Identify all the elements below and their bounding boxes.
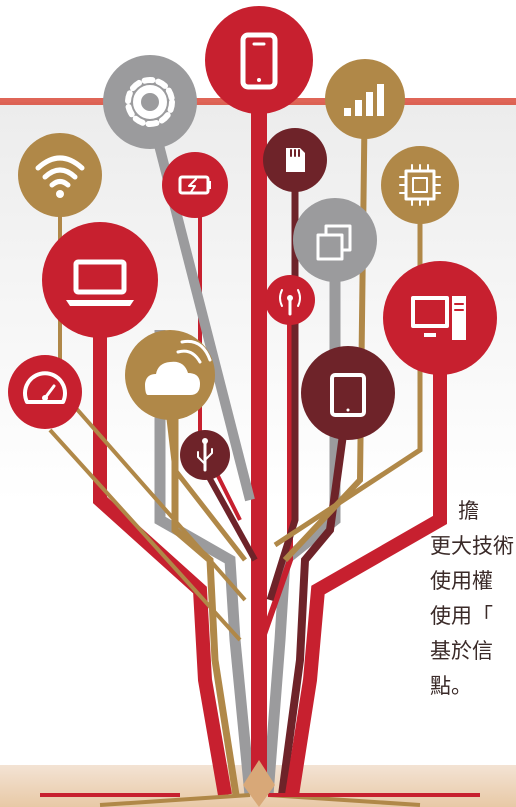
desktop-circle — [383, 261, 497, 375]
text-line: 基於信 — [430, 639, 493, 663]
usb-icon — [197, 438, 213, 472]
root-diamond — [243, 760, 275, 807]
laptop-circle — [42, 222, 158, 338]
speedometer-icon — [23, 371, 67, 404]
body-text: 擔 更大技術 使用權 使用「 基於信 點。 — [430, 494, 516, 704]
cpu-circle — [381, 146, 459, 224]
tablet-icon — [330, 373, 366, 417]
text-line: 使用「 — [430, 604, 493, 628]
windows-icon — [316, 224, 352, 261]
wifi-icon — [35, 155, 85, 198]
speedometer-circle — [8, 355, 82, 429]
cpu-chip-icon — [399, 164, 441, 206]
icon-circles — [8, 6, 497, 480]
tree-trunk — [40, 60, 480, 807]
antenna-signal-icon — [279, 289, 301, 316]
smartphone-icon — [240, 32, 278, 90]
gear-circle — [103, 55, 197, 149]
text-line: 點。 — [430, 674, 472, 698]
battery-charging-icon — [178, 175, 211, 195]
gear-icon — [125, 77, 175, 127]
desktop-computer-icon — [411, 296, 466, 340]
text-line: 擔 — [458, 499, 479, 523]
laptop-icon — [66, 259, 134, 306]
signal-circle — [325, 59, 405, 139]
tablet-circle — [301, 346, 395, 440]
smartphone-circle — [205, 6, 313, 114]
cloud-icon — [145, 339, 212, 395]
wifi-circle — [18, 133, 102, 217]
text-line: 更大技術 — [430, 534, 514, 558]
text-line: 使用權 — [430, 569, 493, 593]
signal-bars-icon — [344, 84, 384, 116]
sd-card-icon — [286, 148, 305, 172]
